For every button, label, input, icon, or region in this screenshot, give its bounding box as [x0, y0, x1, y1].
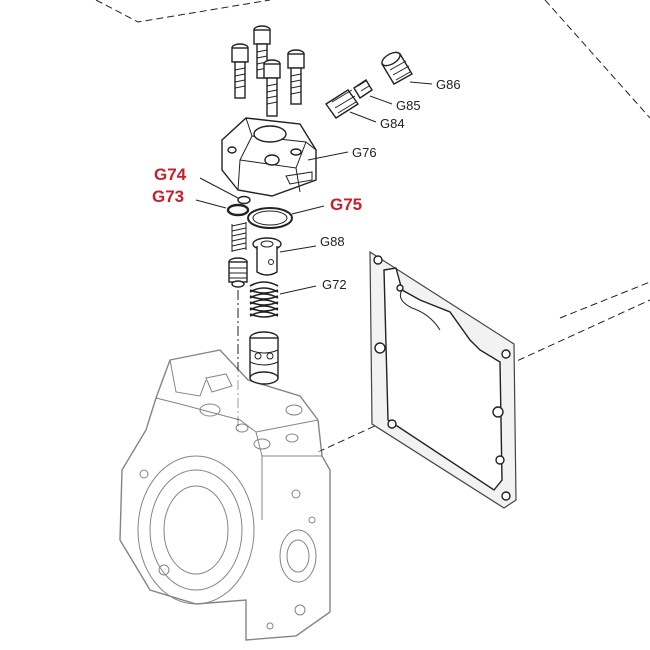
label-g88: G88	[320, 234, 345, 249]
label-g76: G76	[352, 145, 377, 160]
part-g74-ring	[199, 177, 251, 205]
label-g75: G75	[330, 195, 362, 214]
label-g74: G74	[154, 165, 187, 184]
part-pump-housing	[119, 349, 331, 641]
part-gasket	[369, 250, 517, 509]
label-g73: G73	[152, 187, 184, 206]
bolt	[263, 59, 281, 117]
bolt	[287, 49, 305, 105]
part-g72-spring	[249, 281, 317, 318]
part-g73-ring	[195, 199, 250, 217]
label-g72: G72	[322, 277, 347, 292]
part-small-spring	[231, 222, 247, 252]
label-g85: G85	[396, 98, 421, 113]
part-g75-ring	[247, 205, 325, 229]
label-g86: G86	[436, 77, 461, 92]
part-small-piston	[228, 257, 248, 288]
bolt-set	[231, 25, 305, 117]
part-g88-sleeve	[252, 237, 317, 276]
part-g76-cover	[221, 117, 349, 197]
label-g84: G84	[380, 116, 405, 131]
part-spool	[249, 331, 279, 385]
bolt	[231, 43, 249, 99]
part-g86-plug	[381, 51, 433, 85]
part-g85-screw	[353, 79, 393, 105]
part-g84-valve	[325, 89, 377, 123]
